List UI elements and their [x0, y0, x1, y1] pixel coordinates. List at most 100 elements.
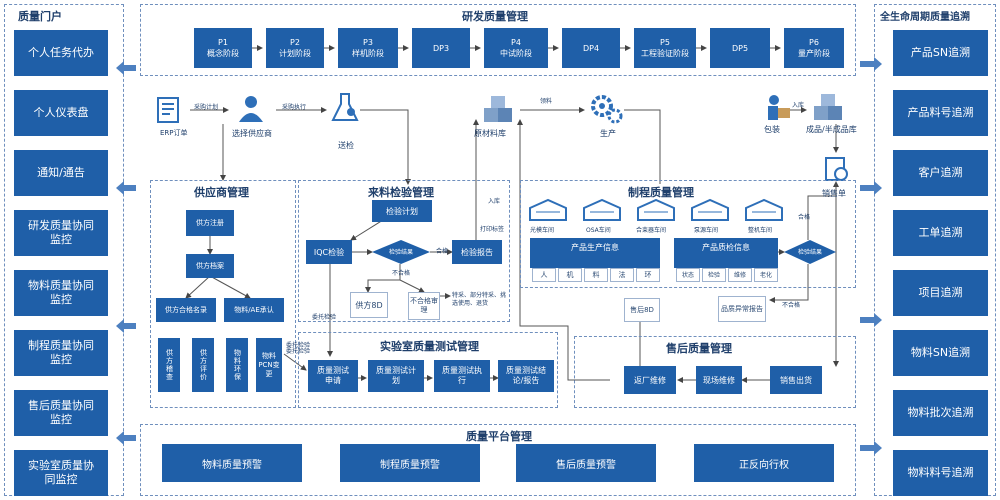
workshop-icon [528, 198, 568, 226]
portal-item-material-monitor[interactable]: 物料质量协同监控 [14, 270, 108, 316]
erp-order-icon [156, 96, 186, 128]
portal-item-aftersales-monitor[interactable]: 售后质量协同监控 [14, 390, 108, 436]
portal-item-rd-monitor[interactable]: 研发质量协同监控 [14, 210, 108, 256]
left-arrow-icon [116, 318, 136, 337]
supplier-archive[interactable]: 供方档案 [186, 254, 234, 278]
inspect-flask-icon [330, 92, 360, 128]
trace-material-batch[interactable]: 物料批次追溯 [893, 390, 988, 436]
phase-dp3[interactable]: DP3 [412, 28, 470, 68]
inspection-plan[interactable]: 检验计划 [372, 200, 432, 222]
phase-name: 概念阶段 [207, 49, 239, 58]
phase-code: P1 [218, 38, 228, 47]
trace-product-sn[interactable]: 产品SN追溯 [893, 30, 988, 76]
rd-quality-title: 研发质量管理 [462, 10, 528, 23]
erp-order-label: ERP订单 [160, 129, 188, 137]
trace-work-order[interactable]: 工单追溯 [893, 210, 988, 256]
onsite-repair[interactable]: 现场维修 [696, 366, 742, 394]
lab-step-execute[interactable]: 质量测试执行 [434, 360, 490, 392]
factor-method: 法 [610, 268, 634, 282]
trace-material-part[interactable]: 物料料号追溯 [893, 450, 988, 496]
product-quality-info[interactable]: 产品质检信息 [674, 238, 778, 268]
platform-section [140, 424, 856, 496]
workshop-label: 光模车间 [530, 227, 555, 234]
supplier-register[interactable]: 供方注册 [186, 210, 234, 236]
phase-name: 样机阶段 [352, 49, 384, 58]
portal-item-lab-monitor[interactable]: 实验室质量协同监控 [14, 450, 108, 496]
lab-step-apply[interactable]: 质量测试申请 [308, 360, 358, 392]
forward-reverse-right[interactable]: 正反向行权 [694, 444, 834, 482]
trace-material-sn[interactable]: 物料SN追溯 [893, 330, 988, 376]
purchase-exec-label: 采购执行 [282, 104, 307, 111]
inspection-result-diamond[interactable]: 检验结果 [372, 240, 430, 264]
portal-item-todo[interactable]: 个人任务代办 [14, 30, 108, 76]
phase-code: P3 [363, 38, 373, 47]
issue-material-label: 领料 [540, 98, 553, 105]
phase-code: DP5 [731, 43, 749, 53]
workshop-label: 合束器车间 [636, 227, 667, 234]
phase-name: 计划阶段 [279, 49, 311, 58]
material-env[interactable]: 物料环保 [226, 338, 248, 392]
sales-shipment[interactable]: 销售出货 [770, 366, 822, 394]
supplier-8d[interactable]: 供方8D [350, 292, 388, 318]
return-repair[interactable]: 返厂维修 [624, 366, 676, 394]
manufacturing-section [520, 180, 856, 288]
unqualified-label: 不合格 [392, 270, 411, 277]
supplier-evaluate[interactable]: 供方评价 [192, 338, 214, 392]
product-production-info[interactable]: 产品生产信息 [530, 238, 660, 268]
rd-quality-section [140, 4, 856, 76]
lab-step-report[interactable]: 质量测试结论/报告 [498, 360, 554, 392]
process-quality-alert[interactable]: 制程质量预警 [340, 444, 480, 482]
material-quality-alert[interactable]: 物料质量预警 [162, 444, 302, 482]
phase-p1[interactable]: P1 概念阶段 [194, 28, 252, 68]
qc-result-diamond[interactable]: 检验结果 [784, 240, 836, 264]
print-label-label: 打印标签 [480, 226, 505, 233]
qc-result-label: 检验结果 [797, 249, 822, 256]
phase-code: P5 [660, 38, 670, 47]
sales-order-label: 销售单 [822, 189, 846, 198]
trace-project[interactable]: 项目追溯 [893, 270, 988, 316]
workshop-label: OSA车间 [586, 227, 611, 234]
portal-item-process-monitor[interactable]: 制程质量协同监控 [14, 330, 108, 376]
factor-environment: 环 [636, 268, 660, 282]
portal-item-dashboard[interactable]: 个人仪表盘 [14, 90, 108, 136]
after-sales-8d[interactable]: 售后8D [624, 298, 660, 322]
lab-commission-label: 委托检验 [286, 348, 311, 355]
factor-material: 料 [584, 268, 608, 282]
phase-name: 工程验证阶段 [641, 49, 689, 58]
phase-code: DP3 [432, 43, 450, 53]
phase-dp4[interactable]: DP4 [562, 28, 620, 68]
material-ae-approval[interactable]: 物料/AE承认 [224, 298, 284, 322]
supplier-qualified-list[interactable]: 供方合格名录 [156, 298, 216, 322]
manufacturing-title: 制程质量管理 [628, 186, 694, 199]
trace-product-part[interactable]: 产品料号追溯 [893, 90, 988, 136]
phase-dp5[interactable]: DP5 [710, 28, 770, 68]
sales-order-icon [824, 156, 850, 188]
trace-customer[interactable]: 客户追溯 [893, 150, 988, 196]
purchase-plan-label: 采购计划 [194, 104, 219, 111]
inbound-label: 入库 [792, 102, 805, 109]
nonconforming-review[interactable]: 不合格审理 [408, 292, 440, 320]
incoming-inspection-section [298, 180, 510, 322]
supplier-audit[interactable]: 供方稽查 [158, 338, 180, 392]
phase-p5[interactable]: P5 工程验证阶段 [634, 28, 696, 68]
commission-label: 委托检验 [312, 314, 337, 321]
lab-testing-title: 实验室质量测试管理 [380, 340, 479, 353]
factor-machine: 机 [558, 268, 582, 282]
portal-item-notice[interactable]: 通知/通告 [14, 150, 108, 196]
produce-label: 生产 [600, 129, 616, 138]
material-pcn-change[interactable]: 物料PCN变更 [256, 338, 282, 392]
supplier-mgmt-section [150, 180, 296, 408]
raw-warehouse-label: 原材料库 [474, 129, 506, 138]
iqc-inspection[interactable]: IQC检验 [306, 240, 352, 264]
aftersales-quality-alert[interactable]: 售后质量预警 [516, 444, 656, 482]
qc-unqualified-label: 不合格 [782, 302, 801, 309]
phase-p3[interactable]: P3 样机阶段 [338, 28, 398, 68]
inspection-report[interactable]: 检验报告 [452, 240, 502, 264]
lab-step-plan[interactable]: 质量测试计划 [368, 360, 424, 392]
workshop-icon [690, 198, 730, 226]
pack-worker-icon [764, 94, 794, 128]
quality-anomaly-report[interactable]: 品质异常报告 [718, 296, 766, 322]
